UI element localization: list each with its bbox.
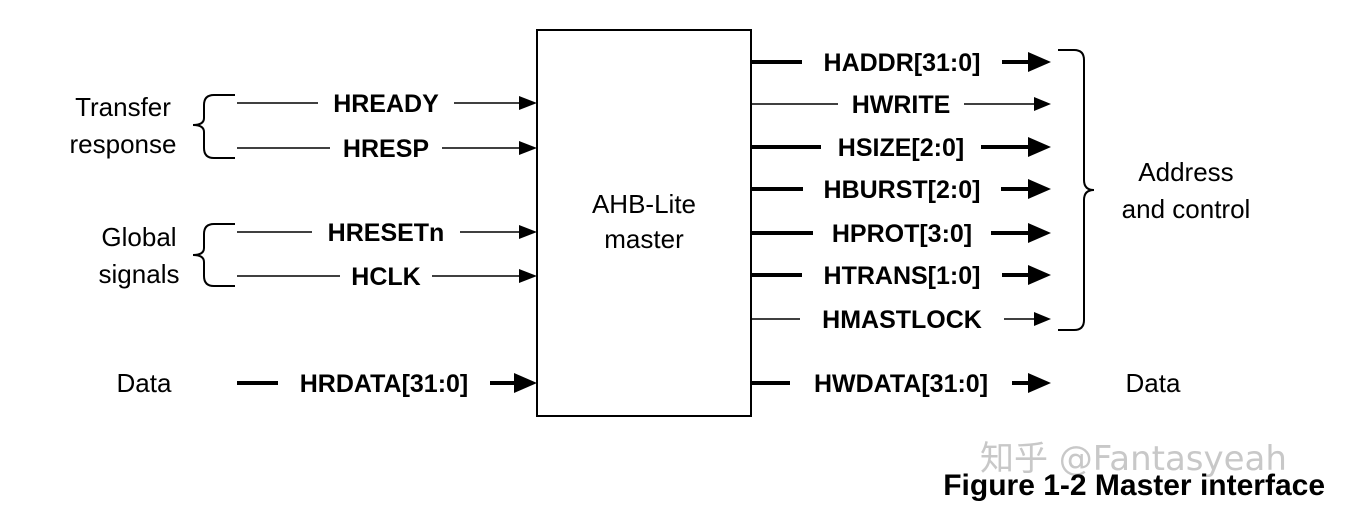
- hprot-label-bg: [813, 218, 991, 248]
- hresp-label: HRESP: [343, 135, 429, 163]
- htrans-arrowhead: [1028, 265, 1051, 285]
- hprot-arrowhead: [1028, 223, 1051, 243]
- hrdata-arrowhead: [514, 373, 537, 393]
- group-label-transfer-line1: Transfer: [75, 92, 171, 122]
- group-label-global-line2: signals: [99, 259, 180, 289]
- block-label-line2: master: [604, 224, 684, 254]
- ahb-lite-master-block: [536, 29, 752, 417]
- htrans-label-bg: [802, 260, 1002, 290]
- hresp-arrowhead: [519, 141, 537, 155]
- hwdata-label-bg: [790, 368, 1012, 398]
- input-data-label: Data: [117, 368, 172, 398]
- hburst-label-bg: [803, 174, 1001, 204]
- htrans-label: HTRANS[1:0]: [824, 262, 981, 290]
- address-control-brace: [1058, 49, 1095, 331]
- watermark-text: 知乎 @Fantasyeah: [980, 439, 1287, 479]
- haddr-label: HADDR[31:0]: [824, 49, 981, 77]
- hrdata-label: HRDATA[31:0]: [300, 370, 469, 398]
- figure-caption: Figure 1-2 Master interface: [943, 469, 1325, 502]
- global-signals-brace: [192, 223, 235, 287]
- hresetn-label-bg: [312, 217, 460, 247]
- block-label-line1: AHB-Lite: [592, 189, 696, 219]
- hrdata-label-bg: [278, 368, 490, 398]
- transfer-response-brace: [192, 94, 235, 159]
- group-label-address-line1: Address: [1138, 157, 1233, 187]
- hsize-label-bg: [821, 132, 981, 162]
- haddr-label-bg: [802, 47, 1002, 77]
- hsize-label: HSIZE[2:0]: [838, 134, 964, 162]
- hburst-arrowhead: [1028, 179, 1051, 199]
- hwrite-arrowhead: [1034, 97, 1051, 111]
- hready-label-bg: [318, 88, 454, 118]
- hwdata-arrowhead: [1028, 373, 1051, 393]
- hready-label: HREADY: [333, 90, 439, 118]
- hclk-label: HCLK: [351, 263, 420, 291]
- hready-arrowhead: [519, 96, 537, 110]
- hwrite-label-bg: [838, 89, 964, 119]
- haddr-arrowhead: [1028, 52, 1051, 72]
- group-label-address-line2: and control: [1122, 194, 1251, 224]
- group-label-transfer-line2: response: [70, 129, 177, 159]
- hclk-arrowhead: [519, 269, 537, 283]
- hresetn-label: HRESETn: [328, 219, 445, 247]
- hwrite-label: HWRITE: [852, 91, 951, 119]
- group-label-global-line1: Global: [101, 222, 176, 252]
- hclk-label-bg: [340, 261, 432, 291]
- hburst-label: HBURST[2:0]: [824, 176, 981, 204]
- output-data-label: Data: [1126, 368, 1181, 398]
- hprot-label: HPROT[3:0]: [832, 220, 972, 248]
- hresp-label-bg: [330, 133, 442, 163]
- hresetn-arrowhead: [519, 225, 537, 239]
- hwdata-label: HWDATA[31:0]: [814, 370, 988, 398]
- hmastlock-label: HMASTLOCK: [822, 306, 982, 334]
- hsize-arrowhead: [1028, 137, 1051, 157]
- hmastlock-label-bg: [800, 304, 1004, 334]
- hmastlock-arrowhead: [1034, 312, 1051, 326]
